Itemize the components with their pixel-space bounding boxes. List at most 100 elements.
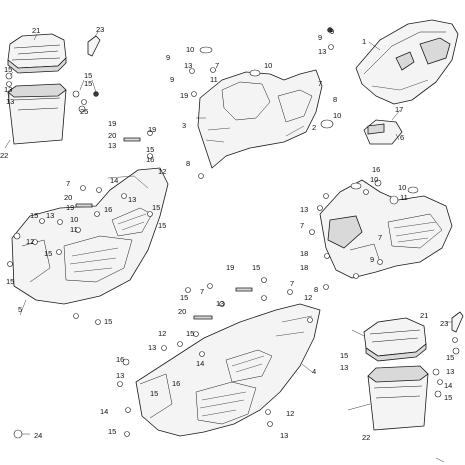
callout-7: 7 [300, 221, 304, 230]
callout-15: 15 [444, 393, 452, 402]
callout-15: 15 [180, 293, 188, 302]
callout-5: 5 [18, 305, 22, 314]
callout-15: 15 [158, 221, 166, 230]
callout-20: 20 [64, 193, 72, 202]
callout-13: 13 [184, 61, 192, 70]
callout-12: 12 [304, 293, 312, 302]
callout-labels: 2 1 23 15 13 13 15 15 25 22 10 9 13 7 9 1… [0, 25, 454, 442]
rod-pair-bottom [193, 287, 253, 320]
callout-15: 15 [146, 145, 154, 154]
callout-22: 22 [362, 433, 370, 442]
callout-13: 13 [4, 85, 12, 94]
callout-15: 15 [30, 211, 38, 220]
callout-15: 15 [4, 65, 12, 74]
callout-10: 10 [398, 183, 406, 192]
callout-14: 14 [110, 176, 118, 185]
callout-23: 23 [440, 319, 448, 328]
callout-9: 9 [166, 53, 170, 62]
callout-8: 8 [314, 285, 318, 294]
callout-13: 13 [318, 47, 326, 56]
fasteners-right-fender [309, 179, 419, 290]
strap-hook-bottom-right [451, 311, 464, 333]
rod-pair-left [75, 137, 141, 208]
callout-18: 18 [300, 263, 308, 272]
strap-hook-23 [87, 35, 101, 57]
callout-6: 6 [400, 133, 404, 142]
callout-7: 7 [200, 287, 204, 296]
callout-11: 11 [400, 193, 408, 202]
callout-13: 13 [216, 299, 224, 308]
callout-13: 13 [300, 205, 308, 214]
callout-1: 1 [362, 37, 366, 46]
callout-14: 14 [100, 407, 108, 416]
callout-20: 20 [178, 307, 186, 316]
callout-7: 7 [66, 179, 70, 188]
callout-20: 20 [108, 131, 116, 140]
callout-10: 10 [186, 45, 194, 54]
storage-bin-top-left [7, 83, 67, 145]
callout-8: 8 [186, 159, 190, 168]
callout-13: 13 [108, 141, 116, 150]
callout-16: 16 [146, 155, 154, 164]
callout-13: 13 [46, 211, 54, 220]
callout-15: 15 [252, 263, 260, 272]
fasteners-left-panel [7, 130, 153, 325]
left-footwell-floor [11, 167, 169, 305]
callout-2: 2 [312, 123, 316, 132]
callout-7: 7 [318, 79, 322, 88]
callout-19: 19 [66, 203, 74, 212]
front-cover [355, 19, 459, 105]
callout-9: 9 [330, 27, 334, 36]
callout-11: 11 [70, 225, 78, 234]
callout-14: 14 [444, 381, 452, 390]
callout-10: 10 [264, 61, 272, 70]
callout-16: 16 [116, 355, 124, 364]
leader-lines [4, 31, 452, 463]
storage-lid-top-left [7, 33, 67, 74]
callout-19: 19 [148, 125, 156, 134]
small-hardware-cluster-left [5, 72, 99, 113]
callout-4: 4 [312, 367, 316, 376]
callout-16: 16 [172, 379, 180, 388]
storage-lid-bottom-right [363, 317, 427, 362]
callout-12: 12 [158, 329, 166, 338]
callout-7: 7 [290, 279, 294, 288]
callout-13: 13 [446, 367, 454, 376]
callout-13: 13 [128, 195, 136, 204]
callout-3: 3 [182, 121, 186, 130]
front-fender-panel [197, 69, 334, 169]
callout-15: 15 [108, 427, 116, 436]
callout-12: 12 [26, 237, 34, 246]
callout-15: 15 [44, 249, 52, 258]
callout-14: 14 [196, 359, 204, 368]
callout-9: 9 [170, 75, 174, 84]
fasteners-right-footwell [117, 277, 313, 437]
callout-18: 18 [300, 249, 308, 258]
callout-24: 24 [34, 431, 42, 440]
callout-15: 15 [104, 317, 112, 326]
callout-19: 19 [108, 119, 116, 128]
grommet-row-top-center [189, 27, 334, 179]
callout-13: 13 [340, 363, 348, 372]
callout-22: 22 [0, 151, 8, 160]
callout-13: 13 [280, 431, 288, 440]
callout-25: 25 [80, 107, 88, 116]
callout-10: 10 [70, 215, 78, 224]
callout-17: 17 [395, 105, 403, 114]
storage-bin-bottom-right [367, 365, 429, 431]
callout-15: 15 [150, 389, 158, 398]
callout-15: 15 [446, 353, 454, 362]
callout-16: 16 [104, 205, 112, 214]
right-front-fender [319, 179, 453, 279]
right-footwell-floor [135, 303, 321, 437]
handle-cover-6 [363, 119, 403, 145]
callout-7: 7 [378, 233, 382, 242]
callout-9: 9 [370, 255, 374, 264]
callout-9: 9 [318, 33, 322, 42]
callout-13: 13 [6, 97, 14, 106]
callout-8: 8 [333, 95, 337, 104]
callout-13: 13 [116, 371, 124, 380]
callout-11: 11 [210, 75, 218, 84]
